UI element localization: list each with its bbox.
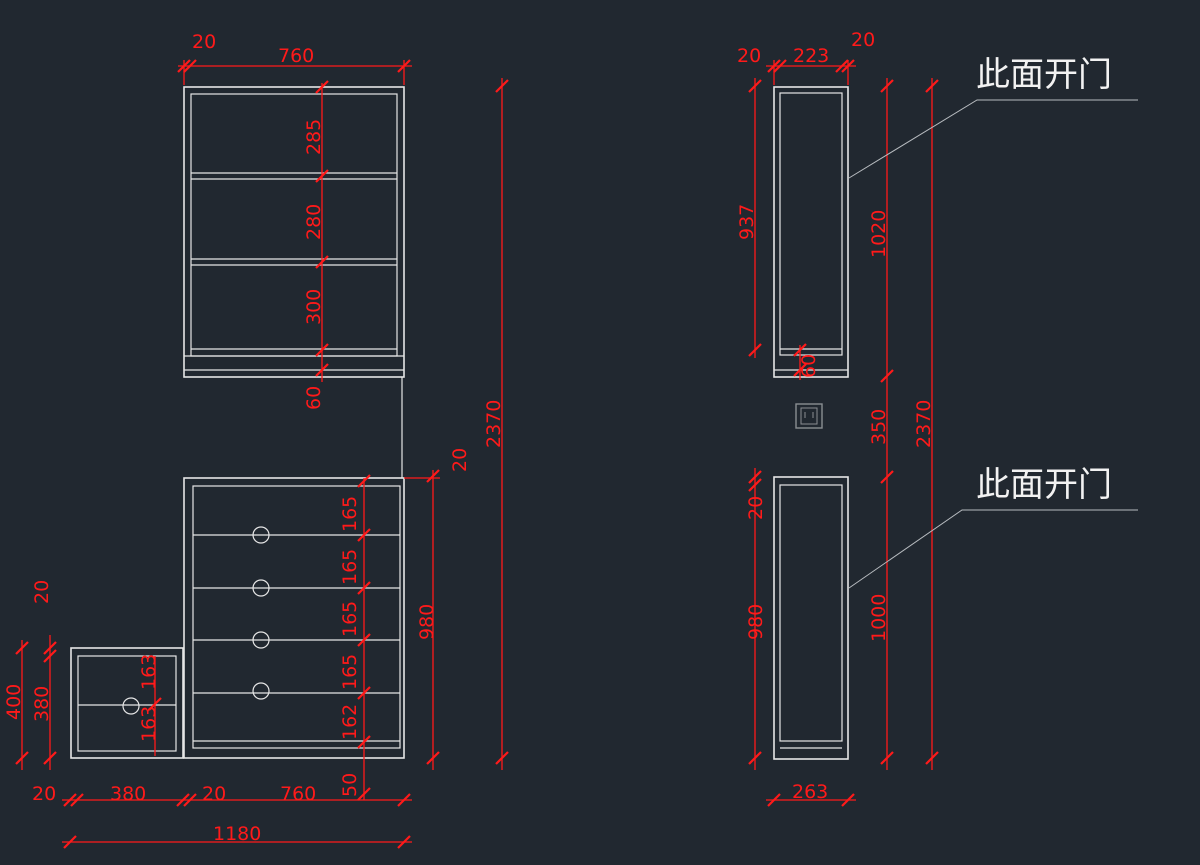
drawer-knob-icon: [252, 526, 270, 544]
dim-side-right: 20: [851, 29, 875, 51]
lower-note-leader: [848, 509, 1138, 589]
dim-top-width: 760: [278, 45, 314, 67]
upper-cabinet-side: [773, 86, 849, 378]
upper-cabinet-front: [183, 86, 405, 378]
dim-side-lower-depth: 263: [792, 781, 828, 803]
drawer-knob-icon: [252, 682, 270, 700]
front-dimensions: 20 760 285 280 300 60 165 165 165 165 16…: [3, 31, 509, 849]
annotation-notes: 此面开门 此面开门: [848, 55, 1138, 589]
upper-cabinet-inner: [190, 93, 398, 357]
dim-side-upper-height: 937: [736, 204, 758, 240]
dim-drawer-4: 165: [339, 654, 361, 690]
dim-side-left: 20: [737, 45, 761, 67]
dim-drawer-3: 165: [339, 601, 361, 637]
dim-side-upper-total: 1020: [868, 210, 890, 258]
lower-door-note: 此面开门: [976, 465, 1112, 505]
dim-small-drawer-b: 163: [138, 706, 160, 742]
dim-side-depth: 223: [793, 45, 829, 67]
dim-shelf-2: 280: [303, 204, 325, 240]
dim-side-gap: 350: [868, 409, 890, 445]
lower-cabinet-inner: [192, 485, 401, 749]
dim-overall-width: 1180: [213, 823, 261, 845]
dim-shelf-3: 300: [303, 289, 325, 325]
dim-small-inner: 380: [31, 686, 53, 722]
dim-drawer-2: 165: [339, 549, 361, 585]
dim-drawer-1: 165: [339, 496, 361, 532]
socket-outlet-icon: [795, 403, 823, 429]
dim-lower-height: 980: [416, 604, 438, 640]
dim-small-drawer-a: 163: [138, 654, 160, 690]
drawer-knob-icon: [252, 579, 270, 597]
lower-cabinet-outline: [183, 477, 405, 759]
drawer-knob-icon: [252, 631, 270, 649]
dim-bottom-side: 20: [32, 783, 56, 805]
dim-top-side: 20: [192, 31, 216, 53]
dim-small-top: 20: [31, 580, 53, 604]
small-cabinet-front: [70, 647, 184, 759]
lower-cabinet-front: [183, 477, 405, 759]
dim-side-lower-total: 1000: [868, 594, 890, 642]
side-lower-outline: [773, 476, 849, 760]
dim-bottom-small: 380: [110, 783, 146, 805]
dim-plinth: 50: [339, 773, 361, 797]
dim-side-upper-base: 60: [798, 354, 820, 378]
dim-side-lower-height: 980: [745, 604, 767, 640]
side-lower-inner: [779, 484, 843, 742]
dim-shelf-1: 285: [303, 119, 325, 155]
small-cabinet-outline: [70, 647, 184, 759]
upper-cabinet-outline: [183, 86, 405, 378]
dim-lower-top: 20: [449, 448, 471, 472]
dim-upper-base: 60: [303, 386, 325, 410]
side-upper-outline: [773, 86, 849, 378]
side-dimensions: 20 223 20 937 60 1020 350 1000 2370 20 9…: [736, 29, 939, 807]
dim-total-height: 2370: [483, 400, 505, 448]
small-cabinet-inner: [77, 655, 177, 752]
small-drawer-knob-icon: [122, 697, 140, 715]
dim-drawer-5: 162: [339, 704, 361, 740]
dim-small-total: 400: [3, 684, 25, 720]
upper-door-note: 此面开门: [976, 55, 1112, 95]
dim-bottom-main: 760: [280, 783, 316, 805]
dim-side-lower-top: 20: [745, 496, 767, 520]
dim-side-total-height: 2370: [913, 400, 935, 448]
side-upper-inner: [779, 92, 843, 356]
lower-cabinet-side: [773, 476, 849, 760]
upper-note-leader: [848, 99, 1138, 179]
dim-bottom-gap: 20: [202, 783, 226, 805]
